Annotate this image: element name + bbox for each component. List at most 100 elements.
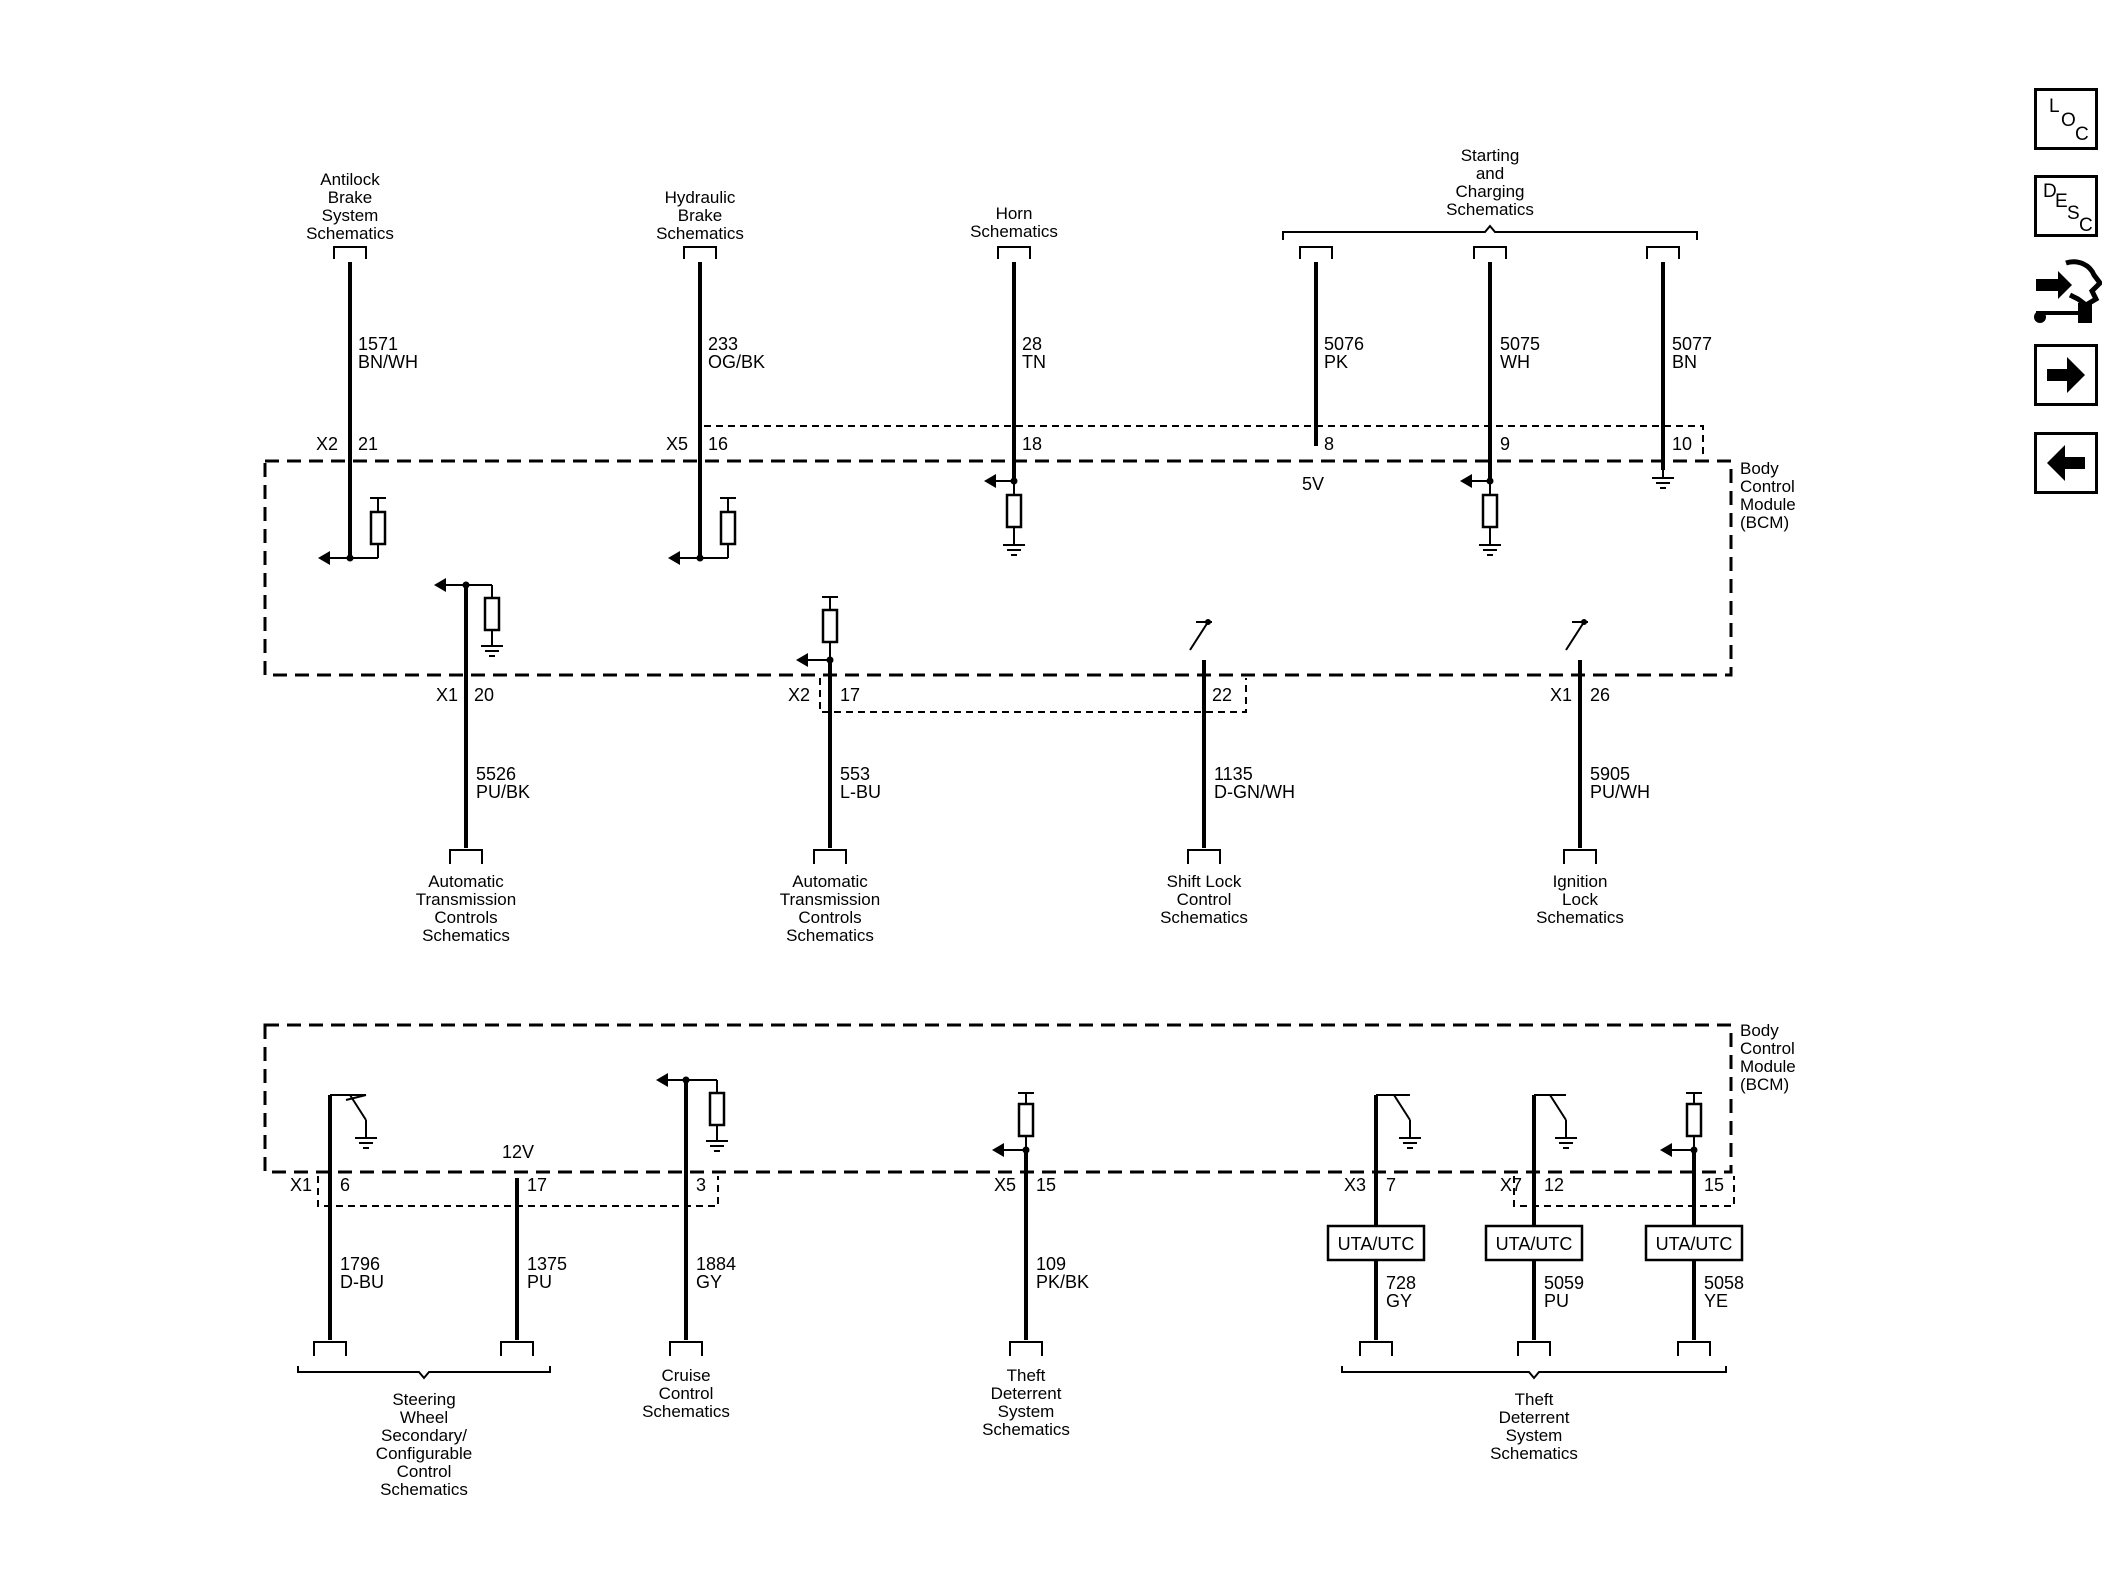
prev-arrow-button[interactable] bbox=[2034, 432, 2098, 494]
connector-bottom-2 bbox=[500, 1341, 534, 1356]
label-line: Deterrent bbox=[991, 1384, 1062, 1403]
connector-mid-3 bbox=[1187, 849, 1221, 864]
pin-label: 26 bbox=[1590, 685, 1610, 705]
connector-mid-1 bbox=[449, 849, 483, 864]
label-line: Control bbox=[1177, 890, 1232, 909]
circuit-label-728: 728 GY bbox=[1386, 1273, 1416, 1311]
shift-lock-switch bbox=[1189, 619, 1212, 651]
label-line: Hydraulic bbox=[665, 188, 736, 207]
loc-letter: O bbox=[2061, 110, 2076, 131]
label-line: Schematics bbox=[422, 926, 510, 945]
pin-label: 15 bbox=[1036, 1175, 1056, 1195]
label-line: Theft bbox=[1007, 1366, 1046, 1385]
circuit-label-1571: 1571 BN/WH bbox=[358, 334, 418, 372]
label-line: Shift Lock bbox=[1167, 872, 1242, 891]
connector-top-3 bbox=[997, 246, 1031, 260]
theft-switch-1 bbox=[1376, 1094, 1422, 1149]
ground-symbol bbox=[1651, 469, 1675, 489]
dest-label-cruise-control: Cruise Control Schematics bbox=[642, 1366, 730, 1421]
connector-bottom-3 bbox=[669, 1341, 703, 1356]
circuit-color: GY bbox=[696, 1272, 722, 1292]
pin-label: 3 bbox=[696, 1175, 706, 1195]
label-line: Automatic bbox=[428, 872, 504, 891]
pin-label: 7 bbox=[1386, 1175, 1396, 1195]
label-line: Control bbox=[1740, 1039, 1795, 1058]
circuit-number: 1571 bbox=[358, 334, 398, 354]
dest-label-ignition-lock: Ignition Lock Schematics bbox=[1536, 872, 1624, 927]
circuit-color: L-BU bbox=[840, 782, 881, 802]
circuit-number: 728 bbox=[1386, 1273, 1416, 1293]
uta-utc-box-1: UTA/UTC bbox=[1326, 1224, 1426, 1262]
tools-icon[interactable] bbox=[2030, 255, 2104, 335]
pin-label: 10 bbox=[1672, 434, 1692, 454]
pin-label: 17 bbox=[840, 685, 860, 705]
connector-mid-4 bbox=[1563, 849, 1597, 864]
circuit-number: 1135 bbox=[1214, 764, 1253, 784]
connector-outline-x5-bottom bbox=[1513, 1176, 1735, 1207]
label-line: Automatic bbox=[792, 872, 868, 891]
label-line: Schematics bbox=[970, 222, 1058, 241]
dest-label-shift-lock: Shift Lock Control Schematics bbox=[1160, 872, 1248, 927]
voltage-label: 12V bbox=[502, 1142, 534, 1162]
pin-label: 12 bbox=[1544, 1175, 1564, 1195]
circuit-color: D-BU bbox=[340, 1272, 384, 1292]
circuit-label-553: 553 L-BU bbox=[840, 764, 881, 802]
bcm-boundary-bottom bbox=[263, 1023, 1733, 1174]
label-line: Starting bbox=[1461, 146, 1520, 165]
circuit-label-5059: 5059 PU bbox=[1544, 1273, 1584, 1311]
label-line: (BCM) bbox=[1740, 513, 1789, 532]
circuit-number: 109 bbox=[1036, 1254, 1066, 1274]
pin-label: 22 bbox=[1212, 685, 1232, 705]
group-brace bbox=[1282, 224, 1698, 240]
connector-label: X1 bbox=[436, 685, 458, 705]
label-line: Controls bbox=[798, 908, 861, 927]
uta-label: UTA/UTC bbox=[1338, 1234, 1415, 1254]
label-line: Brake bbox=[678, 206, 722, 225]
pin-label: 16 bbox=[708, 434, 728, 454]
connector-label: X3 bbox=[1344, 1175, 1366, 1195]
circuit-label-1884: 1884 GY bbox=[696, 1254, 736, 1292]
connector-label: X5 bbox=[666, 434, 688, 454]
label-line: Schematics bbox=[1446, 200, 1534, 219]
next-arrow-button[interactable] bbox=[2034, 344, 2098, 406]
label-line: and bbox=[1476, 164, 1504, 183]
desc-letter: S bbox=[2067, 203, 2080, 224]
circuit-label-233: 233 OG/BK bbox=[708, 334, 765, 372]
circuit-number: 5076 bbox=[1324, 334, 1364, 354]
label-line: System bbox=[1506, 1426, 1563, 1445]
circuit-label-5077: 5077 BN bbox=[1672, 334, 1712, 372]
label-line: Secondary/ bbox=[381, 1426, 467, 1445]
label-line: Configurable bbox=[376, 1444, 472, 1463]
circuit-color: PU/BK bbox=[476, 782, 530, 802]
circuit-label-1375: 1375 PU bbox=[527, 1254, 567, 1292]
label-line: Steering bbox=[392, 1390, 455, 1409]
connector-bottom-6 bbox=[1517, 1341, 1551, 1356]
circuit-number: 5077 bbox=[1672, 334, 1712, 354]
circuit-number: 553 bbox=[840, 764, 870, 784]
pin-label: 18 bbox=[1022, 434, 1042, 454]
connector-top-2 bbox=[683, 246, 717, 260]
circuit-color: TN bbox=[1022, 352, 1046, 372]
circuit-color: PU/WH bbox=[1590, 782, 1650, 802]
theft-switch-2 bbox=[1534, 1094, 1578, 1149]
connector-bottom-5 bbox=[1359, 1341, 1393, 1356]
circuit-color: YE bbox=[1704, 1291, 1728, 1311]
loc-button[interactable]: L O C bbox=[2034, 88, 2098, 150]
desc-button[interactable]: D E S C bbox=[2034, 175, 2098, 237]
desc-letter: E bbox=[2055, 191, 2068, 212]
transmission-output-circuit-2 bbox=[796, 596, 839, 667]
charging-input-circuit bbox=[1460, 474, 1502, 556]
label-line: Schematics bbox=[982, 1420, 1070, 1439]
circuit-color: WH bbox=[1500, 352, 1530, 372]
circuit-color: PU bbox=[527, 1272, 552, 1292]
label-line: Schematics bbox=[306, 224, 394, 243]
source-label-starting-charging: Starting and Charging Schematics bbox=[1446, 146, 1534, 219]
pin-label: 21 bbox=[358, 434, 378, 454]
label-line: Body bbox=[1740, 459, 1779, 478]
connector-label: X2 bbox=[316, 434, 338, 454]
label-line: Control bbox=[397, 1462, 452, 1481]
dest-label-steering-wheel: Steering Wheel Secondary/ Configurable C… bbox=[376, 1390, 472, 1499]
prev-arrow-icon bbox=[2047, 445, 2085, 481]
label-line: Brake bbox=[328, 188, 372, 207]
